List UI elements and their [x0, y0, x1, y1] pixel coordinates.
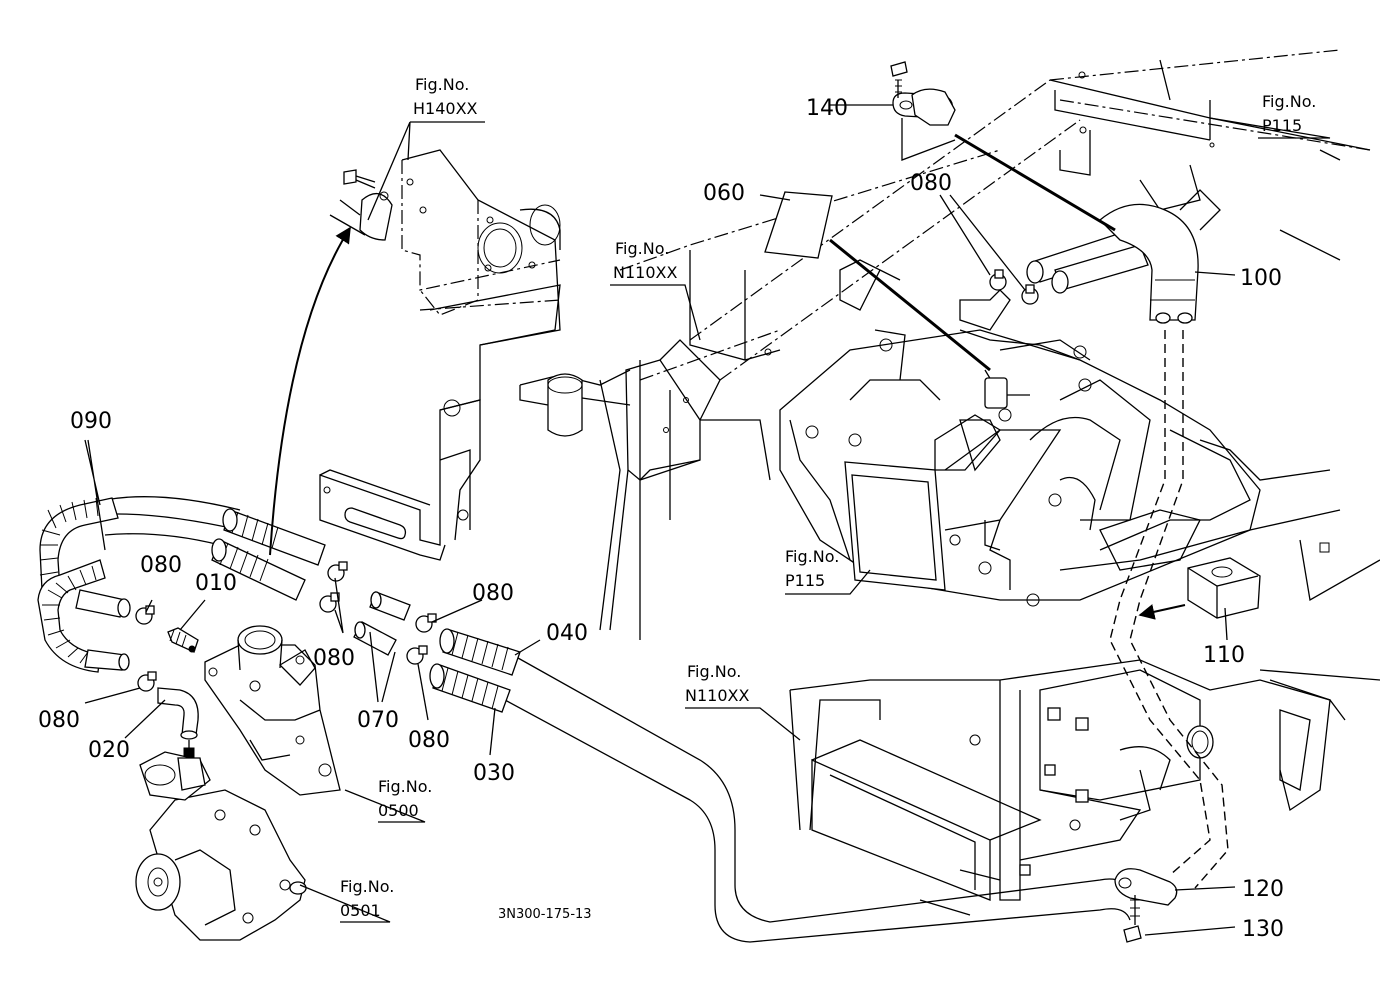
- fig-ref-0501-number: 0501: [340, 901, 381, 920]
- label-080-c: 080: [472, 581, 514, 606]
- fig-ref-h140-number: H140XX: [413, 99, 478, 118]
- pipe-100: [1026, 203, 1199, 324]
- corrugated-hose-upper: [211, 508, 326, 601]
- label-100: 100: [1240, 266, 1282, 291]
- label-070: 070: [357, 708, 399, 733]
- pad-060: [764, 191, 833, 259]
- label-080-d: 080: [313, 646, 355, 671]
- fig-ref-p115-mid-title: Fig.No.: [785, 547, 839, 566]
- fig-ref-0500-number: 0500: [378, 801, 419, 820]
- fig-ref-0501-title: Fig.No.: [340, 877, 394, 896]
- fitting-010: [167, 627, 199, 653]
- corrugated-hose-090: [37, 497, 131, 673]
- pipes-070: [353, 591, 411, 656]
- fig-ref-n110-bottom-number: N110XX: [685, 686, 749, 705]
- thermostat-housing: [204, 625, 341, 796]
- elbow-020: [157, 687, 199, 759]
- fig-ref-p115-top-number: P115: [1262, 116, 1302, 135]
- part-labels: 090 080 010 080 020 080 040 080 070 080 …: [38, 96, 1284, 942]
- fig-ref-n110-top-title: Fig.No.: [615, 239, 669, 258]
- label-080-a: 080: [140, 553, 182, 578]
- figure-references: Fig.No. H140XX Fig.No. N110XX Fig.No. P1…: [340, 75, 1316, 920]
- lower-frame: [789, 659, 1380, 916]
- label-030: 030: [473, 761, 515, 786]
- fig-ref-0500-title: Fig.No.: [378, 777, 432, 796]
- water-pump: [135, 751, 307, 941]
- fig-ref-n110-top-number: N110XX: [613, 263, 677, 282]
- fig-ref-n110-bottom-title: Fig.No.: [687, 662, 741, 681]
- label-010: 010: [195, 571, 237, 596]
- fig-ref-p115-top-title: Fig.No.: [1262, 92, 1316, 111]
- bracket-h140xx: [319, 149, 561, 561]
- label-060: 060: [703, 181, 745, 206]
- label-120: 120: [1242, 877, 1284, 902]
- label-080-e: 080: [408, 728, 450, 753]
- block-110: [1187, 557, 1261, 619]
- drawing-code: 3N300-175-13: [498, 907, 592, 922]
- clamp-140: [890, 61, 956, 161]
- label-110: 110: [1203, 643, 1245, 668]
- corrugated-hose-030-040: [429, 628, 521, 713]
- label-130: 130: [1242, 917, 1284, 942]
- label-020: 020: [88, 738, 130, 763]
- label-140: 140: [806, 96, 848, 121]
- heater-unit: [779, 289, 1380, 607]
- leader-lines: [84, 104, 1331, 936]
- label-040: 040: [546, 621, 588, 646]
- clamp-120-130: [1114, 868, 1178, 943]
- label-080-b: 080: [38, 708, 80, 733]
- clamps-080: [135, 269, 1039, 692]
- fig-ref-h140-title: Fig.No.: [415, 75, 469, 94]
- label-080-f: 080: [910, 171, 952, 196]
- fig-ref-p115-mid-number: P115: [785, 571, 825, 590]
- front-frame: [519, 149, 1001, 640]
- label-090: 090: [70, 409, 112, 434]
